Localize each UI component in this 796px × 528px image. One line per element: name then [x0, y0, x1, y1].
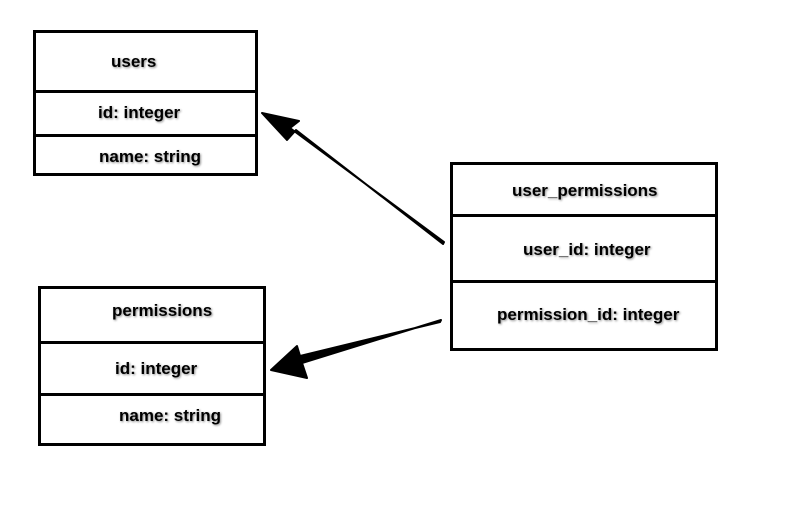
- users-field-row: id: integer: [36, 90, 255, 135]
- user-permissions-table-title: user_permissions: [512, 181, 658, 200]
- users-field-row: name: string: [36, 134, 255, 176]
- users-field-name: name: string: [99, 147, 202, 166]
- users-table-title: users: [111, 52, 157, 71]
- permissions-table: permissions id: integer name: string: [38, 286, 266, 446]
- user-permissions-field-user-id: user_id: integer: [523, 240, 651, 259]
- permissions-table-header: permissions: [41, 289, 263, 343]
- user-permissions-field-permission-id: permission_id: integer: [497, 305, 680, 324]
- users-table-header: users: [36, 33, 255, 92]
- user-permissions-table: user_permissions user_id: integer permis…: [450, 162, 718, 351]
- permissions-field-name: name: string: [119, 406, 222, 425]
- user-permissions-table-header: user_permissions: [453, 165, 715, 216]
- permissions-table-title: permissions: [112, 301, 213, 320]
- user-permissions-field-row: permission_id: integer: [453, 280, 715, 351]
- users-field-id: id: integer: [98, 103, 181, 122]
- arrow-user-id-to-users-id: [261, 112, 445, 245]
- permissions-field-id: id: integer: [115, 359, 198, 378]
- permissions-field-row: name: string: [41, 393, 263, 446]
- users-table: users id: integer name: string: [33, 30, 258, 176]
- permissions-field-row: id: integer: [41, 341, 263, 395]
- user-permissions-field-row: user_id: integer: [453, 214, 715, 282]
- arrow-permission-id-to-permissions-id: [270, 319, 442, 379]
